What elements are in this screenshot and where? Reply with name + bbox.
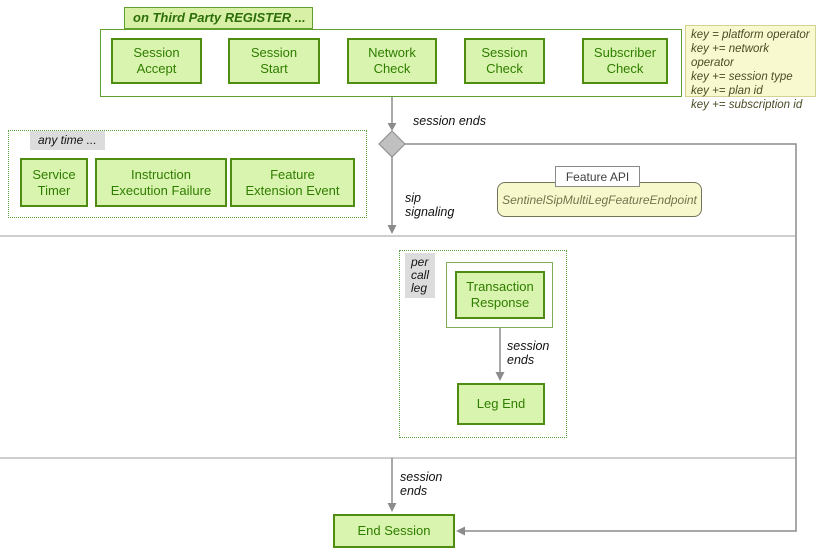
state-instruction-execution-failure: Instruction Execution Failure bbox=[95, 158, 227, 207]
edge-label-line: sip bbox=[405, 191, 421, 205]
state-session-check: Session Check bbox=[464, 38, 545, 84]
edge-label-line: ends bbox=[400, 484, 428, 498]
diagram-title-tab: on Third Party REGISTER ... bbox=[124, 7, 313, 29]
state-session-accept: Session Accept bbox=[111, 38, 202, 84]
session-ends-edge-label: session ends bbox=[400, 470, 442, 498]
flow-line-session-ends bbox=[405, 143, 797, 532]
edge-label-line: ends bbox=[507, 353, 535, 367]
state-end-session: End Session bbox=[333, 514, 455, 548]
state-label: Accept bbox=[136, 61, 177, 76]
state-label: Execution Failure bbox=[110, 182, 212, 198]
per-call-leg-label: per call leg bbox=[405, 253, 436, 298]
state-label: Session bbox=[250, 45, 298, 61]
decision-diamond bbox=[378, 130, 406, 158]
state-feature-extension-event: Feature Extension Event bbox=[230, 158, 355, 207]
state-label: Check bbox=[606, 61, 644, 76]
state-label: Extension Event bbox=[245, 182, 340, 198]
edge-label-line: session bbox=[400, 470, 443, 484]
label-line: call bbox=[411, 268, 430, 282]
state-service-timer: Service Timer bbox=[20, 158, 88, 207]
arrowhead-down-icon bbox=[387, 503, 397, 512]
key-line: key += network operator bbox=[691, 43, 769, 69]
state-label: Feature bbox=[270, 166, 315, 182]
label-line: leg bbox=[411, 281, 428, 295]
arrowhead-down-icon bbox=[387, 123, 397, 131]
key-line: key += session type bbox=[691, 71, 793, 83]
state-label: Check bbox=[486, 61, 523, 76]
state-label: Start bbox=[260, 61, 288, 76]
per-call-leg-group bbox=[399, 250, 567, 438]
state-label: Session bbox=[481, 45, 528, 61]
state-label: Network bbox=[368, 45, 416, 61]
edge-label-line: signaling bbox=[405, 205, 455, 219]
key-line: key += plan id bbox=[691, 85, 763, 97]
state-label: Transaction bbox=[466, 279, 534, 295]
state-leg-end: Leg End bbox=[457, 383, 545, 425]
state-label: Service bbox=[32, 166, 76, 182]
arrowhead-down-icon bbox=[387, 225, 397, 234]
state-transaction-response: Transaction Response bbox=[455, 271, 545, 319]
label-line: per bbox=[411, 255, 429, 269]
session-ends-edge-label: session ends bbox=[413, 114, 486, 128]
state-label: Subscriber bbox=[593, 45, 657, 61]
arrowhead-down-icon bbox=[495, 372, 505, 381]
state-label: Session bbox=[133, 45, 180, 61]
state-label: Instruction bbox=[131, 166, 191, 182]
state-session-start: Session Start bbox=[228, 38, 320, 84]
key-line: key = platform operator bbox=[691, 29, 810, 41]
state-label: Response bbox=[470, 295, 530, 310]
any-time-group bbox=[8, 130, 367, 218]
state-label: Check bbox=[373, 61, 411, 76]
feature-api-label: Feature API bbox=[555, 166, 640, 187]
any-time-label: any time ... bbox=[30, 131, 105, 150]
key-line: key += subscription id bbox=[691, 99, 803, 111]
feature-endpoint-box: SentinelSipMultiLegFeatureEndpoint bbox=[497, 182, 702, 217]
session-ends-edge-label: session ends bbox=[507, 339, 549, 367]
state-network-check: Network Check bbox=[347, 38, 437, 84]
state-label: Timer bbox=[37, 182, 71, 198]
sip-signaling-edge-label: sip signaling bbox=[405, 191, 454, 219]
edge-label-line: session bbox=[507, 339, 550, 353]
state-subscriber-check: Subscriber Check bbox=[582, 38, 668, 84]
arrowhead-left-icon bbox=[456, 526, 465, 536]
key-legend: key = platform operator key += network o… bbox=[685, 25, 816, 111]
